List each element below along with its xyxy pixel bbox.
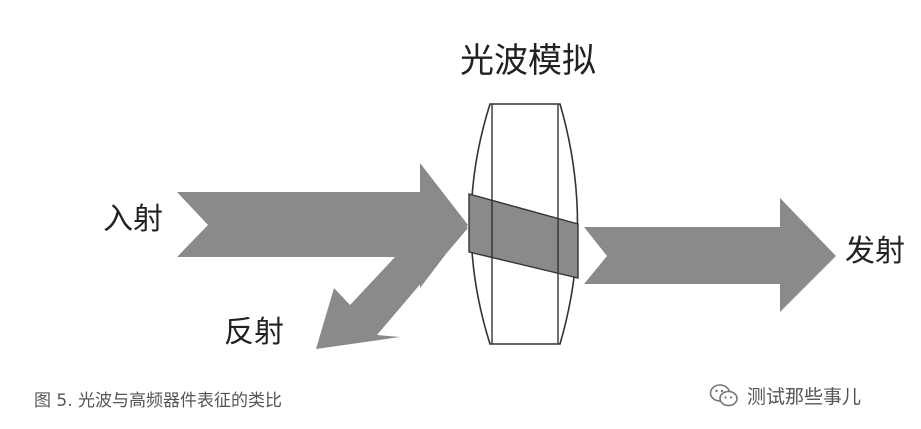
- figure-caption: 图 5. 光波与高频器件表征的类比: [34, 391, 283, 411]
- transmitted-label: 发射: [845, 234, 905, 269]
- diagram-title: 光波模拟: [460, 41, 596, 81]
- transmitted-arrow: [584, 198, 836, 312]
- wave-band: [468, 193, 579, 279]
- incident-arrow: [177, 163, 468, 288]
- watermark-text: 测试那些事儿: [747, 386, 862, 408]
- watermark: 测试那些事儿: [709, 382, 861, 409]
- reflected-arrow: [316, 208, 468, 349]
- reflected-label: 反射: [224, 315, 284, 350]
- incident-label: 入射: [103, 202, 163, 237]
- wechat-icon: [709, 383, 738, 406]
